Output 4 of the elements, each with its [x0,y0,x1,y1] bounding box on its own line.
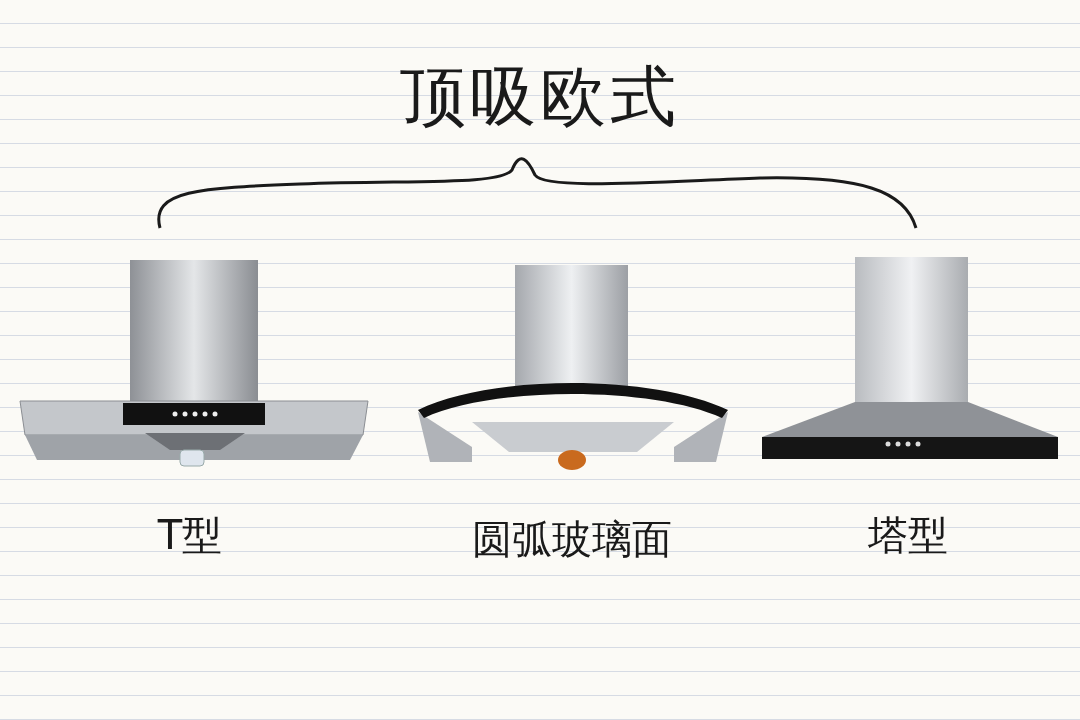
heading: 顶吸欧式 [400,57,680,137]
node-label: 塔型 [868,511,948,560]
node-label: T型 [157,511,223,560]
node-label: 圆弧玻璃面 [472,515,672,564]
